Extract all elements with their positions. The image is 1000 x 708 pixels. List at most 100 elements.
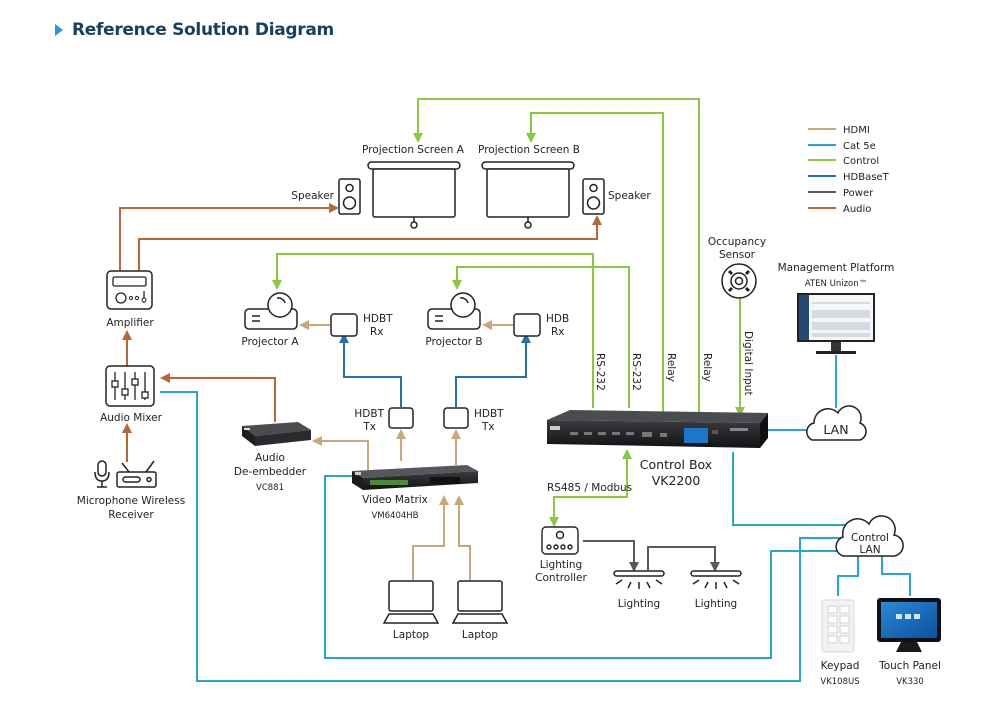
svg-text:Control: Control [851, 532, 889, 544]
lighting-2: Lighting [690, 570, 742, 610]
video-matrix: Video Matrix VM6404HB [352, 465, 478, 521]
rs485-line [549, 449, 632, 527]
rs232-label-b: RS-232 [630, 353, 642, 391]
svg-text:HDBT: HDBT [354, 408, 384, 420]
rs232-line-projector-a [272, 253, 594, 408]
svg-text:Keypad: Keypad [821, 660, 860, 672]
digital-input-label: Digital Input [742, 331, 754, 396]
cloud-icon [835, 515, 904, 557]
legend-item-hdmi: HDMI [808, 125, 870, 136]
cat5e-line-touchpanel [881, 556, 911, 596]
svg-text:LAN: LAN [859, 544, 880, 556]
cat5e-line-controlbox-controllan [732, 452, 852, 526]
keypad: Keypad VK108US [820, 599, 860, 687]
audio-line-speaker-left [119, 203, 339, 270]
svg-text:HDB: HDB [546, 313, 569, 325]
hdmi-line-laptop-2 [454, 495, 471, 580]
legend: HDMI Cat 5e Control HDBaseT Power Audio [808, 125, 890, 215]
audio-deembedder: Audio De-embedder VC881 [234, 422, 311, 493]
hdbt-line-b [455, 333, 531, 407]
svg-text:Power: Power [843, 188, 874, 199]
light-icon [690, 570, 742, 589]
svg-text:Speaker: Speaker [291, 190, 334, 202]
touch-panel-device-image [877, 598, 941, 652]
hdbt-tx-b: HDBT Tx [443, 407, 504, 433]
svg-text:Occupancy: Occupancy [708, 236, 766, 248]
svg-text:Lighting: Lighting [618, 598, 660, 610]
relay-line-screen-a [413, 98, 700, 413]
mixer-icon [105, 365, 155, 407]
power-line-lighting-1 [583, 540, 639, 572]
svg-text:ATEN Unizon™: ATEN Unizon™ [805, 279, 867, 289]
microphone-icon [94, 460, 110, 488]
light-icon [613, 570, 665, 589]
svg-text:Video Matrix: Video Matrix [362, 494, 428, 506]
svg-text:Audio Mixer: Audio Mixer [100, 412, 163, 424]
page-title: Reference Solution Diagram [72, 20, 334, 40]
connection-labels: RS-232 RS-232 Relay Relay Digital Input … [547, 331, 754, 494]
rs485-label: RS485 / Modbus [547, 482, 632, 494]
sensor-icon [721, 263, 757, 299]
svg-text:Laptop: Laptop [462, 629, 498, 641]
svg-text:Amplifier: Amplifier [106, 317, 154, 329]
hdmi-line-laptop-1 [412, 495, 449, 580]
lighting-controller-icon [541, 526, 579, 555]
svg-text:Audio: Audio [843, 204, 871, 215]
control-lan-cloud: Control LAN [835, 515, 904, 557]
svg-text:Tx: Tx [362, 421, 376, 433]
svg-text:Receiver: Receiver [108, 509, 154, 521]
svg-text:VK2200: VK2200 [652, 473, 701, 488]
svg-text:Projection Screen A: Projection Screen A [362, 144, 465, 156]
legend-item-hdbaset: HDBaseT [808, 172, 890, 183]
svg-text:LAN: LAN [823, 422, 848, 437]
keypad-device-image [821, 599, 855, 653]
speaker-right: Speaker [582, 178, 651, 215]
projector-icon [244, 292, 298, 330]
svg-text:Rx: Rx [551, 326, 565, 338]
connections [119, 98, 911, 682]
microphone-wireless-receiver: Microphone Wireless Receiver [77, 460, 185, 521]
hdbt-tx-a: HDBT Tx [354, 407, 414, 433]
control-box-device-image [547, 410, 768, 448]
svg-text:Laptop: Laptop [393, 629, 429, 641]
svg-text:Speaker: Speaker [608, 190, 651, 202]
svg-text:De-embedder: De-embedder [234, 466, 307, 478]
laptop-1: Laptop [382, 580, 440, 641]
svg-text:Lighting: Lighting [540, 559, 582, 571]
legend-item-power: Power [808, 188, 874, 199]
svg-text:VM6404HB: VM6404HB [371, 511, 418, 521]
svg-text:VC881: VC881 [256, 483, 284, 493]
speaker-left: Speaker [291, 178, 361, 215]
laptop-2: Laptop [451, 580, 509, 641]
svg-text:Touch Panel: Touch Panel [878, 660, 941, 672]
svg-text:Projection Screen B: Projection Screen B [478, 144, 580, 156]
projection-screen-a: Projection Screen A [362, 144, 465, 229]
amplifier-icon [106, 270, 153, 310]
audio-mixer: Audio Mixer [100, 365, 163, 424]
rs232-label-a: RS-232 [594, 353, 606, 391]
hdbt-rx-a: HDBT Rx [330, 313, 393, 338]
speaker-icon [338, 178, 361, 215]
svg-text:Projector A: Projector A [241, 336, 299, 348]
svg-text:VK108US: VK108US [820, 677, 859, 687]
svg-text:Control: Control [843, 156, 879, 167]
speaker-icon [582, 178, 605, 215]
svg-text:HDBT: HDBT [474, 408, 504, 420]
audio-line-deembed-mixer [160, 373, 276, 422]
relay-label-a: Relay [665, 353, 677, 382]
lan-cloud: LAN [806, 405, 867, 441]
cloud-icon [806, 405, 867, 441]
deembedder-device-image [242, 422, 311, 446]
svg-text:Projector B: Projector B [425, 336, 482, 348]
svg-text:Management Platform: Management Platform [778, 262, 895, 274]
relay-label-b: Relay [701, 353, 713, 382]
lighting-controller: Lighting Controller [535, 526, 588, 584]
laptop-icon [382, 580, 440, 624]
video-matrix-device-image [352, 465, 478, 490]
power-line-lighting-2 [647, 546, 720, 572]
legend-item-control: Control [808, 156, 879, 167]
svg-text:Cat 5e: Cat 5e [843, 141, 876, 152]
svg-text:Audio: Audio [255, 452, 285, 464]
projector-a: Projector A [241, 292, 299, 348]
